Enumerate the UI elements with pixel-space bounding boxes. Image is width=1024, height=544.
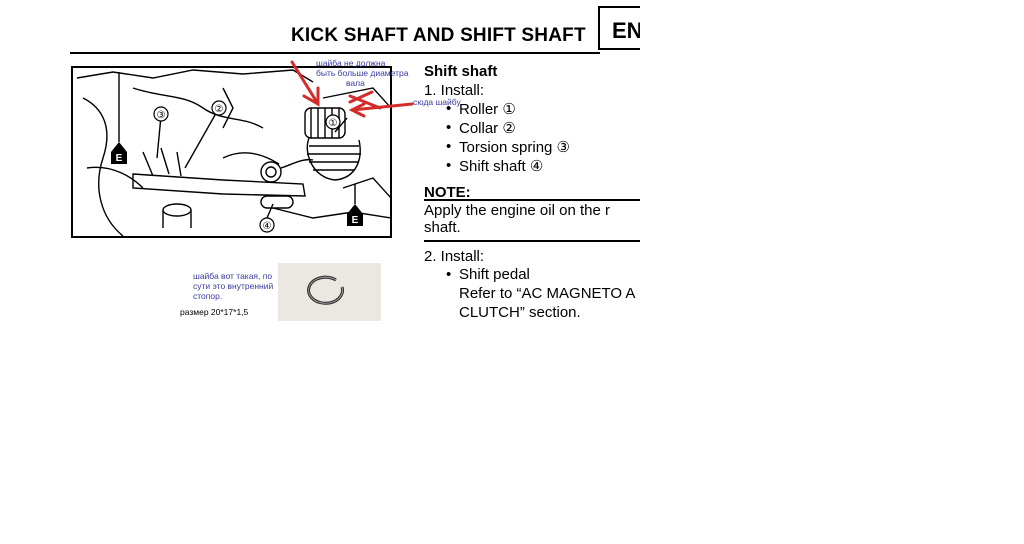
annotation-line: сути это внутренний <box>193 281 274 291</box>
note-line-1: Apply the engine oil on the r <box>424 202 610 219</box>
callout-1: ① <box>329 118 338 129</box>
circlip-image <box>307 275 345 305</box>
item-collar: Collar ② <box>459 120 516 137</box>
shift-shaft-illustration: ① ② ③ ④ E E <box>71 66 392 238</box>
section-chip: EN <box>598 6 640 50</box>
callout-2: ② <box>215 104 224 115</box>
bullet-icon: • <box>446 157 452 174</box>
oil-mark-left-label: E <box>116 153 123 164</box>
note-bottom-rule <box>424 240 640 242</box>
section-heading: Shift shaft <box>424 63 498 80</box>
manual-page: KICK SHAFT AND SHIFT SHAFT EN <box>70 6 640 321</box>
annotation-washer-diameter: шайба не должна быть больше диаметра вал… <box>316 58 408 88</box>
annotation-line: вала <box>346 78 365 88</box>
annotation-line: шайба вот такая, по <box>193 271 273 281</box>
bullet-icon: • <box>446 100 452 117</box>
case-outline <box>76 69 314 83</box>
step-1-label: 1. Install: <box>424 82 485 99</box>
oil-mark-left: E <box>111 142 127 164</box>
page-title: KICK SHAFT AND SHIFT SHAFT <box>291 25 586 46</box>
torsion-spring <box>222 152 314 183</box>
item-shift-pedal: Shift pedal <box>459 266 530 283</box>
annotation-line: стопор. <box>193 291 223 301</box>
annotation-washer-type: шайба вот такая, по сути это внутренний … <box>193 271 273 301</box>
illustration-drawing: ① ② ③ ④ E E <box>76 69 390 236</box>
shift-shaft-arm <box>132 147 306 228</box>
bullet-icon: • <box>446 119 452 136</box>
callout-3: ③ <box>157 110 166 121</box>
oil-mark-right-label: E <box>352 215 359 226</box>
annotation-line: шайба не должна <box>316 58 386 68</box>
refer-line-1: Refer to “AC MAGNETO A <box>459 285 636 302</box>
bullet-icon: • <box>446 138 452 155</box>
note-top-rule <box>424 199 640 201</box>
washer-photo <box>278 263 381 321</box>
red-arrow-right <box>350 102 414 112</box>
item-torsion-spring: Torsion spring ③ <box>459 139 570 156</box>
case-left-wall <box>82 97 124 236</box>
annotation-line: быть больше диаметра <box>316 68 409 78</box>
callout-4: ④ <box>263 221 272 232</box>
oil-mark-right: E <box>347 204 363 226</box>
bullet-icon: • <box>446 266 452 283</box>
note-line-2: shaft. <box>424 219 461 236</box>
refer-line-2: CLUTCH” section. <box>459 304 581 321</box>
title-divider <box>70 52 600 54</box>
note-heading: NOTE: <box>424 184 471 201</box>
step-2-label: 2. Install: <box>424 248 485 265</box>
section-chip-label: EN <box>612 18 640 43</box>
red-arrow-left <box>290 60 320 106</box>
item-shift-shaft: Shift shaft ④ <box>459 158 544 175</box>
item-roller: Roller ① <box>459 101 516 118</box>
annotation-size: размер 20*17*1,5 <box>180 307 249 317</box>
annotation-arrows <box>290 60 414 118</box>
annotation-here-washer: сюда шайбу <box>413 97 461 107</box>
